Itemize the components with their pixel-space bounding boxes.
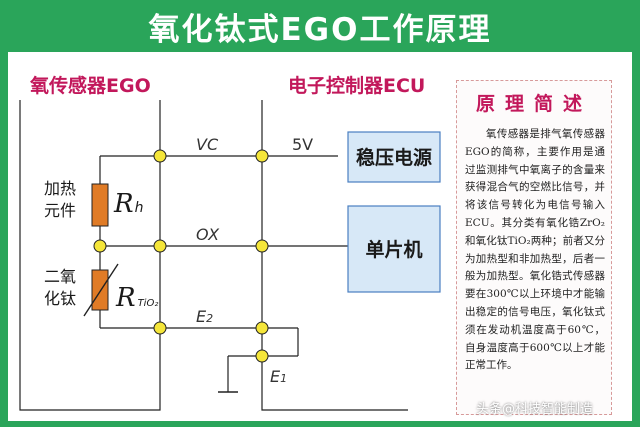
junction-dot <box>255 149 269 163</box>
tio2-label-line2: 化钛 <box>44 289 76 308</box>
summary-title: 原理简述 <box>475 93 592 115</box>
junction-dot <box>255 349 269 363</box>
sensor-header: 氧传感器EGO <box>30 74 151 97</box>
e2-label: E2 <box>196 307 213 326</box>
ecu-outline <box>261 100 408 411</box>
junction-dot <box>255 239 269 253</box>
tio2-variable-arrow <box>83 263 119 317</box>
e1-label: E1 <box>270 367 287 386</box>
heater-resistor <box>91 183 109 227</box>
ecu-header: 电子控制器ECU <box>288 74 425 97</box>
mcu-label: 单片机 <box>365 238 422 261</box>
summary-box: 原理简述 氧传感器是排气氧传感器EGO的简称，主要作用是通过监测排气中氧离子的含… <box>456 80 612 415</box>
junction-dot <box>255 321 269 335</box>
regulator-block <box>347 131 441 183</box>
junction-dot <box>153 321 167 335</box>
supply-voltage-label: 5V <box>292 135 313 154</box>
regulator-label: 稳压电源 <box>356 146 432 169</box>
ox-label: OX <box>196 225 220 244</box>
heater-label-line1: 加热 <box>44 179 76 198</box>
junction-dot <box>93 239 107 253</box>
heater-label-line2: 元件 <box>44 201 76 220</box>
tio2-label-line1: 二氧 <box>44 267 76 286</box>
mcu-block <box>347 205 441 293</box>
rh-symbol: Rh <box>113 189 143 219</box>
watermark: 头条@科技智能制造 <box>476 402 594 417</box>
summary-text: 氧传感器是排气氧传感器EGO的简称，主要作用是通过监测排气中氧离子的含量来获得混… <box>465 128 605 372</box>
junction-dot <box>153 149 167 163</box>
sensor-outline <box>19 100 161 411</box>
page-title: 氧化钛式EGO工作原理 <box>148 11 492 48</box>
junction-dot <box>153 239 167 253</box>
circuit-diagram: 氧传感器EGO 电子控制器ECU 稳压电源 单片机 Rh <box>19 74 441 411</box>
tio2-resistor <box>91 269 109 311</box>
vc-label: VC <box>196 135 219 154</box>
